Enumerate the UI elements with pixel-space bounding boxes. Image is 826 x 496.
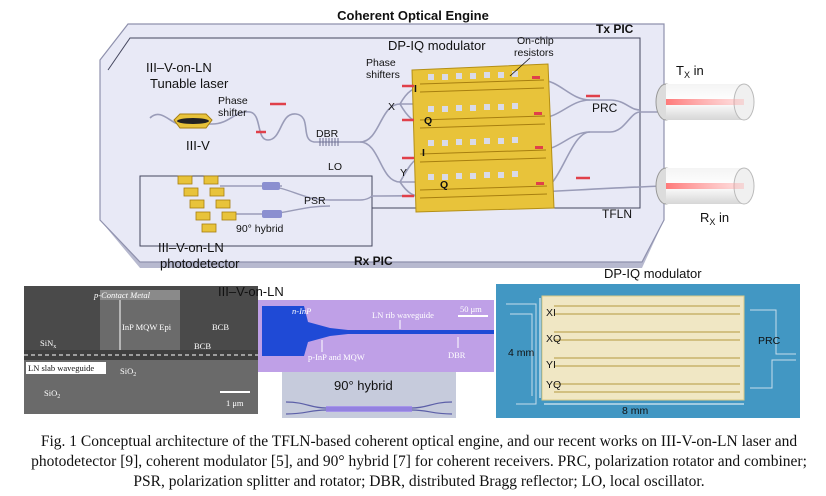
photodetector-label-2: photodetector <box>160 256 240 271</box>
hybrid-micrograph-panel: 90° hybrid <box>282 372 456 418</box>
dp-iq-label: DP-IQ modulator <box>388 38 486 53</box>
mod-dim-v: 4 mm <box>508 347 535 359</box>
tfln-label: TFLN <box>602 207 632 221</box>
on-chip-resistors-label-2: resistors <box>514 47 554 59</box>
laser-scale: 50 μm <box>460 304 482 314</box>
resistor-leader-line <box>509 57 531 77</box>
laser-dbr: DBR <box>448 350 466 360</box>
laser-p-inp: p-InP and MQW <box>308 352 365 362</box>
x-label: X <box>388 101 395 113</box>
modulator-panel-title: DP-IQ modulator <box>604 266 702 281</box>
figure-title: Coherent Optical Engine <box>337 8 489 23</box>
sem-bcb2: BCB <box>194 341 211 351</box>
on-chip-resistors-label-1: On-chip <box>517 35 554 47</box>
figure-caption: Fig. 1 Conceptual architecture of the TF… <box>31 433 807 490</box>
on-chip-resistors <box>532 76 544 185</box>
sem-inp-mqw: InP MQW Epi <box>122 322 172 332</box>
laser-label-1: III–V-on-LN <box>146 60 212 75</box>
tx-fiber <box>655 83 755 121</box>
mod-dim-h: 8 mm <box>622 405 649 417</box>
prc-label: PRC <box>592 101 618 115</box>
phase-shifter-label-1: Phase <box>218 95 248 107</box>
electrode-pads <box>428 71 518 180</box>
q1-label: Q <box>424 115 432 127</box>
electrode-traces <box>419 79 548 199</box>
mod-yq: YQ <box>546 379 561 391</box>
tx-pic-label: Tx PIC <box>596 22 634 36</box>
phase-shifters-label-1: Phase <box>366 57 396 69</box>
sem-cross-section-panel: p-Contact Metal InP MQW Epi BCB BCB SiNx… <box>24 286 258 414</box>
psr-hybrid-blocks <box>262 182 282 218</box>
rx-in-label: RX in <box>700 210 729 227</box>
sem-bcb1: BCB <box>212 322 229 332</box>
q2-label: Q <box>440 179 448 191</box>
sem-sio2-2: SiO2 <box>44 388 60 400</box>
i2-label: I <box>422 147 425 159</box>
lo-label: LO <box>328 161 342 173</box>
laser-micrograph-panel: n-InP p-InP and MQW LN rib waveguide DBR… <box>258 300 494 372</box>
laser-label-2: Tunable laser <box>150 76 229 91</box>
hybrid-panel-title: 90° hybrid <box>334 378 393 393</box>
i1-label: I <box>414 83 417 95</box>
mod-xi: XI <box>546 307 556 319</box>
laser-n-inp: n-InP <box>292 306 311 316</box>
y-label: Y <box>400 167 407 179</box>
laser-ln-rib: LN rib waveguide <box>372 310 434 320</box>
sem-sinx: SiNx <box>40 338 56 350</box>
iii-v-label: III-V <box>186 138 210 153</box>
mod-yi: YI <box>546 359 556 371</box>
rx-pic-label: Rx PIC <box>354 254 393 268</box>
photodetector-label-1: III–V-on-LN <box>158 240 224 255</box>
mod-prc: PRC <box>758 335 781 347</box>
phase-shifter-label-2: shifter <box>218 107 247 119</box>
iii-v-laser-chip <box>173 113 213 129</box>
tx-in-label: TX in <box>676 63 704 80</box>
phase-shifter-heaters <box>256 84 600 198</box>
modulator-micrograph-panel: XI XQ YI YQ PRC 4 mm 8 mm <box>496 284 800 418</box>
dbr-grating <box>319 138 339 146</box>
rx-pic-boundary <box>139 175 373 247</box>
laser-panel-title: III–V-on-LN <box>218 284 284 299</box>
sem-p-contact: p-Contact Metal <box>93 290 151 300</box>
rx-fiber <box>655 167 755 205</box>
sem-ln-slab: LN slab waveguide <box>28 363 94 373</box>
psr-label: PSR <box>304 195 326 207</box>
dbr-label: DBR <box>316 128 339 140</box>
mod-xq: XQ <box>546 333 561 345</box>
sem-sio2-1: SiO2 <box>120 366 136 378</box>
photodetector-array <box>177 175 237 233</box>
phase-shifters-label-2: shifters <box>366 69 400 81</box>
hybrid-label: 90° hybrid <box>236 223 284 235</box>
sem-scale: 1 μm <box>226 398 244 408</box>
chip-schematic: Tx PIC Rx PIC DP-IQ modulator On-chip re… <box>99 22 755 271</box>
